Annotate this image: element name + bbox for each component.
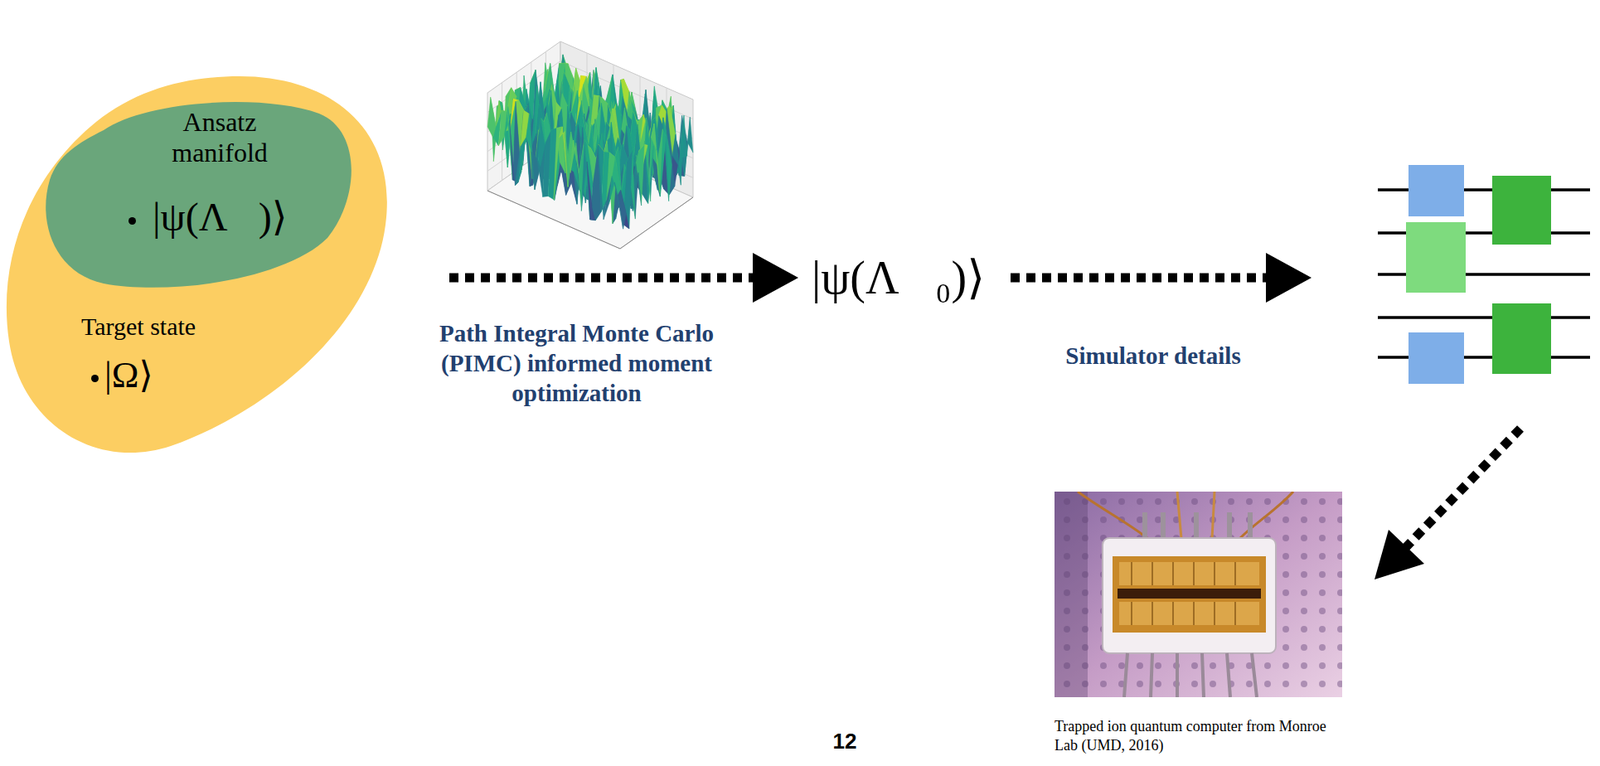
arrow-head [1374,529,1425,580]
surface-facet [553,126,563,200]
ansatz-manifold: Ansatz manifold |ψ(Λ⃗)⟩ [45,96,353,287]
edge-label: Path Integral Monte Carlo (PIMC) informe… [398,318,756,409]
region-shape [45,101,352,288]
gate [1492,303,1552,374]
arrow-shaft [1406,428,1521,548]
arrow-shaft [1010,273,1266,283]
gate [1408,332,1465,384]
plot-axis [620,197,694,249]
state-ket-box: |ψ(Λ⃗₀)⟩ [811,251,985,305]
dashed-arrow [1010,252,1312,303]
surface-facet [663,117,672,202]
qubit-wire [1377,315,1591,320]
surface-facet [654,123,663,193]
surface-facet [526,113,535,190]
gate [1492,175,1552,245]
arrow-label: Simulator details [1028,341,1278,371]
gate [1406,222,1466,293]
state-ket: |ψ(Λ⃗)⟩ [128,193,288,240]
state-ket: |Ω⟩ [91,354,154,398]
region-label: Target state [81,312,196,342]
arrow-head [1265,252,1312,303]
surface-facet [570,140,579,174]
surface-facet [514,110,524,186]
arrow-head [752,252,799,303]
trapped-ion-photo [1054,491,1343,698]
arrow-shaft [449,272,753,282]
region-shape [6,76,388,453]
surface-facet [617,189,626,229]
quantum-circuit [1377,164,1591,384]
state-ket: |ψ(Λ⃗₀)⟩ [811,251,985,305]
flow-arrow [449,252,799,303]
region-label: Ansatz manifold [145,106,295,169]
gate [1408,164,1465,217]
plot-axis [487,190,621,249]
photo-frame: Trapped ion quantum computer from Monroe… [1054,491,1343,698]
dashed-arrow [1374,428,1521,580]
target-region: Target state |Ω⟩ Ansatz manifold |ψ(Λ⃗)⟩ [4,76,388,455]
page-number: 12 [811,728,878,755]
image-caption: Trapped ion quantum computer from Monroe… [1054,717,1329,757]
surface-facet [603,175,612,219]
surface-facet [614,182,623,229]
surface-plot [487,41,694,249]
